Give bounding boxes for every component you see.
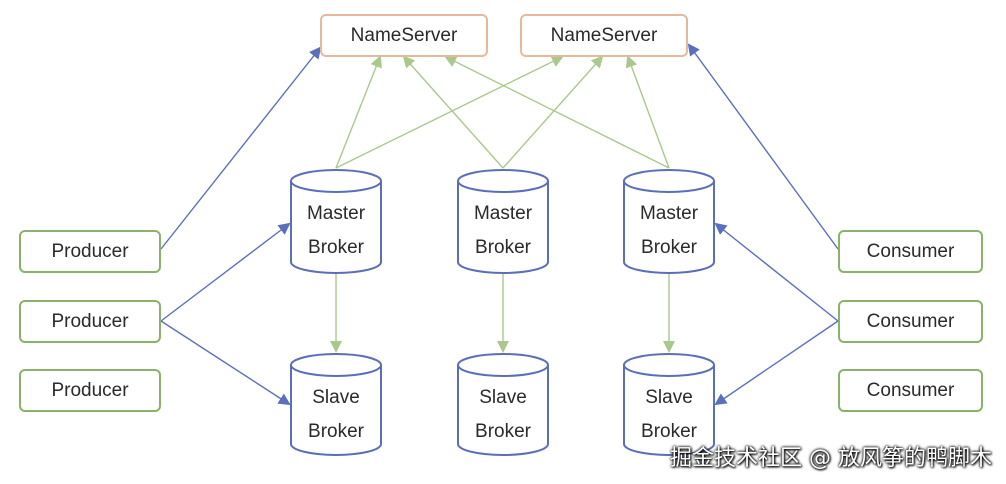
producer-2-label: Producer	[51, 310, 129, 332]
consumer-3: Consumer	[838, 369, 983, 412]
master-broker-2: Master Broker	[457, 197, 549, 265]
consumer-1-label: Consumer	[866, 240, 955, 262]
master-broker-2-line2: Broker	[475, 237, 531, 258]
slave-broker-2-line2: Broker	[475, 421, 531, 442]
arrow-broker1-to-ns1	[335, 55, 382, 169]
arrow-consumer2-to-slave3	[714, 320, 839, 406]
arrow-consumer2-to-master3	[714, 222, 839, 322]
slave-broker-2: Slave Broker	[457, 381, 549, 449]
producer-3-label: Producer	[51, 379, 129, 401]
slave-broker-3-line1: Slave	[645, 387, 693, 408]
slave-broker-2-line1: Slave	[479, 387, 527, 408]
slave-broker-1-line1: Slave	[312, 387, 360, 408]
producer-2: Producer	[19, 300, 161, 343]
arrow-broker3-to-ns2	[625, 55, 670, 169]
master-broker-2-shape	[457, 169, 549, 274]
master-broker-1: Master Broker	[290, 197, 382, 265]
slave-broker-1-shape	[290, 353, 382, 456]
master-broker-3-line2: Broker	[641, 237, 697, 258]
producer-3: Producer	[19, 369, 161, 412]
nameserver-1-label: NameServer	[350, 24, 458, 46]
slave-broker-3-line2: Broker	[641, 421, 697, 442]
master-broker-1-line1: Master	[306, 203, 366, 224]
slave-broker-3-shape	[623, 353, 715, 456]
producer-1-label: Producer	[51, 240, 129, 262]
slave-broker-3: Slave Broker	[623, 381, 715, 449]
arrow-broker2-to-ns2	[502, 55, 604, 169]
nameserver-1: NameServer	[320, 14, 488, 57]
consumer-1: Consumer	[838, 230, 983, 273]
producer-1: Producer	[19, 230, 161, 273]
arrow-producer2-to-master1	[160, 222, 291, 322]
nameserver-2-label: NameServer	[550, 24, 658, 46]
consumer-2: Consumer	[838, 300, 983, 343]
master-broker-3-shape	[623, 169, 715, 274]
arrow-broker2-to-ns1	[402, 55, 504, 169]
master-broker-3-line1: Master	[639, 203, 699, 224]
consumer-2-label: Consumer	[866, 310, 955, 332]
watermark: 掘金技术社区 @ 放风筝的鸭脚木	[670, 446, 992, 471]
nameserver-2: NameServer	[520, 14, 688, 57]
master-broker-3: Master Broker	[623, 197, 715, 265]
slave-broker-2-shape	[457, 353, 549, 456]
master-broker-2-line1: Master	[473, 203, 533, 224]
slave-broker-1: Slave Broker	[290, 381, 382, 449]
arrow-broker1-to-ns2	[335, 56, 564, 169]
arrow-consumer1-to-ns2	[687, 43, 839, 250]
consumer-3-label: Consumer	[866, 379, 955, 401]
slave-broker-1-line2: Broker	[308, 421, 364, 442]
master-broker-1-shape	[290, 169, 382, 274]
arrow-broker3-to-ns1	[444, 56, 670, 169]
arrow-producer2-to-slave1	[160, 320, 291, 406]
arrow-producer1-to-ns1	[160, 46, 322, 250]
master-broker-1-line2: Broker	[308, 237, 364, 258]
